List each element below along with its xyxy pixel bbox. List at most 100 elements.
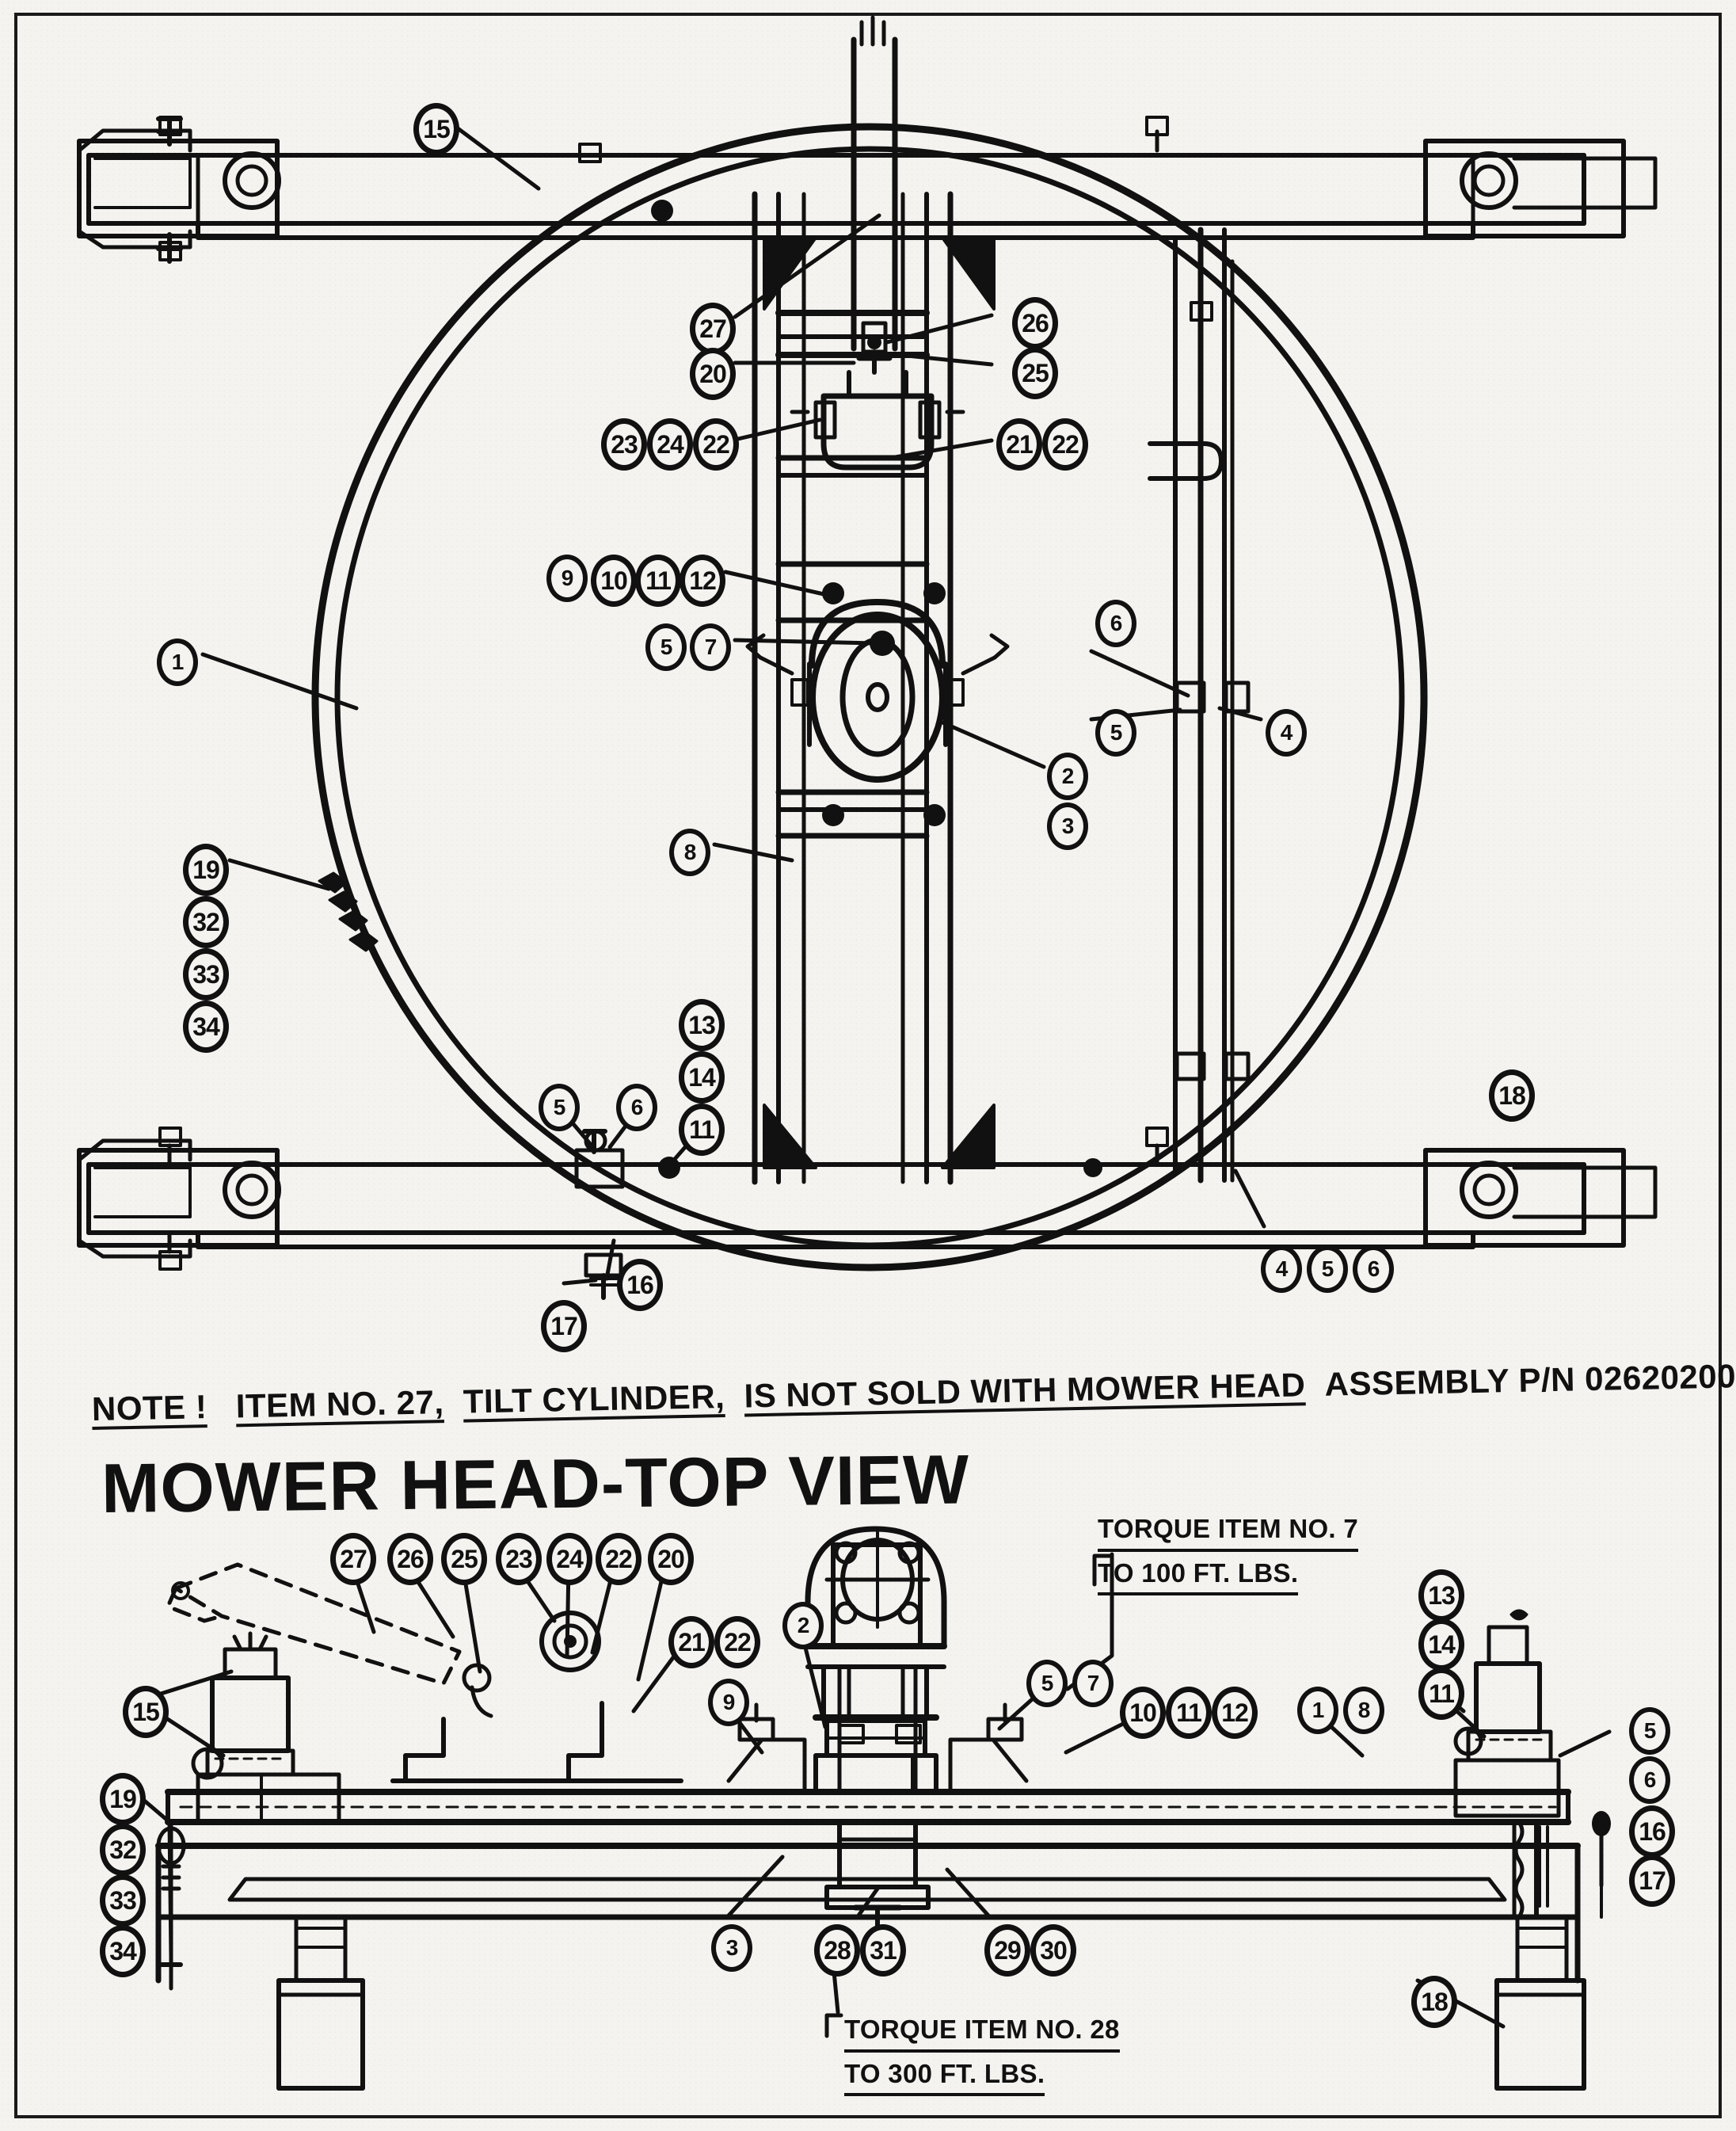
bottom-view-balloon-1: 1	[1297, 1687, 1338, 1734]
bottom-view-balloon-10: 10	[1120, 1687, 1166, 1739]
note-seg-4: ASSEMBLY P/N 02620200	[1324, 1357, 1736, 1403]
bottom-view-balloon-11: 11	[1418, 1668, 1464, 1720]
gearbox-section	[805, 1526, 947, 1794]
note-seg-1: ITEM NO. 27,	[235, 1383, 444, 1425]
bottom-view-balloon-26: 26	[387, 1533, 433, 1585]
circle-hardware-cluster	[318, 871, 379, 952]
top-view-balloon-15: 15	[413, 103, 459, 155]
bottom-view-balloon-31: 31	[860, 1924, 906, 1977]
bottom-view-balloon-14: 14	[1418, 1618, 1464, 1671]
torque-1-line-2: TO 100 FT. LBS.	[1098, 1556, 1299, 1596]
left-mount-column	[191, 1631, 341, 1824]
torque-callout-item-7: TORQUE ITEM NO. 7 TO 100 FT. LBS.	[1098, 1512, 1359, 1596]
bottom-view-balloon-8: 8	[1343, 1687, 1384, 1734]
leader-lines-top	[200, 126, 1266, 1286]
bottom-view-balloon-34: 34	[100, 1925, 146, 1977]
deck-gussets	[763, 236, 996, 1169]
bottom-view-balloon-28: 28	[814, 1924, 860, 1977]
top-view-balloon-5: 5	[645, 623, 687, 671]
top-view-balloon-24: 24	[647, 418, 693, 471]
top-view-balloon-11: 11	[679, 1104, 725, 1156]
hook-plates	[390, 1611, 683, 1783]
top-view-balloon-20: 20	[690, 348, 736, 400]
page-border	[14, 13, 1722, 2118]
bottom-view-balloon-33: 33	[100, 1874, 146, 1927]
blade-spindle	[745, 599, 1010, 783]
bottom-view-balloon-6: 6	[1629, 1756, 1670, 1804]
top-view-balloon-10: 10	[591, 555, 637, 607]
right-side-rail	[1148, 227, 1251, 1184]
bottom-view-balloon-30: 30	[1030, 1924, 1076, 1977]
top-view-balloon-26: 26	[1012, 297, 1058, 349]
top-view-balloon-6: 6	[616, 1084, 657, 1131]
deck-section-bars	[155, 1789, 1581, 1984]
top-view-balloon-12: 12	[680, 555, 725, 607]
note-seg-2: TILT CYLINDER,	[463, 1377, 725, 1420]
top-view-balloon-33: 33	[183, 948, 229, 1001]
top-view-balloon-22: 22	[1042, 418, 1088, 471]
upper-lift-arm	[77, 116, 1658, 264]
bottom-view-balloon-11: 11	[1166, 1687, 1212, 1739]
bottom-view-balloon-7: 7	[1072, 1660, 1114, 1707]
top-view-balloon-5: 5	[539, 1084, 580, 1131]
top-view-balloon-4: 4	[1261, 1245, 1302, 1293]
top-view-balloon-23: 23	[601, 418, 647, 471]
bottom-view-balloon-29: 29	[984, 1924, 1030, 1977]
top-view-balloon-9: 9	[546, 555, 588, 602]
top-view-balloon-22: 22	[693, 418, 739, 471]
drive-shaft-section	[837, 1664, 918, 1794]
bottom-view-balloon-21: 21	[668, 1616, 714, 1668]
tilt-cylinder-phantom	[166, 1562, 462, 1686]
top-view-balloon-18: 18	[1489, 1069, 1535, 1122]
torque-2-line-1: TORQUE ITEM NO. 28	[844, 2012, 1120, 2053]
top-view-balloon-13: 13	[679, 999, 725, 1051]
top-view-balloon-14: 14	[679, 1051, 725, 1104]
bottom-view-balloon-15: 15	[123, 1686, 169, 1738]
top-view-balloon-19: 19	[183, 844, 229, 896]
top-view-balloon-32: 32	[183, 896, 229, 948]
bottom-view-balloon-2: 2	[782, 1602, 824, 1649]
bottom-view-balloon-24: 24	[546, 1533, 592, 1585]
torque-2-line-2: TO 300 FT. LBS.	[844, 2057, 1045, 2097]
bottom-view-balloon-25: 25	[441, 1533, 487, 1585]
torque-1-line-1: TORQUE ITEM NO. 7	[1098, 1512, 1359, 1552]
bottom-view-balloon-32: 32	[100, 1824, 146, 1876]
bottom-view-balloon-5: 5	[1629, 1707, 1670, 1755]
top-view-balloon-3: 3	[1047, 802, 1088, 850]
top-view-balloon-6: 6	[1095, 600, 1136, 647]
note-prefix: NOTE !	[91, 1388, 207, 1428]
top-view-balloon-16: 16	[617, 1259, 663, 1311]
bottom-view-balloon-3: 3	[711, 1924, 752, 1972]
lower-lift-arm	[77, 1126, 1658, 1271]
torque-callout-item-28: TORQUE ITEM NO. 28 TO 300 FT. LBS.	[844, 2012, 1120, 2097]
top-view-balloon-34: 34	[183, 1001, 229, 1053]
bottom-view-balloon-19: 19	[100, 1773, 146, 1825]
top-view-balloon-5: 5	[1307, 1245, 1348, 1293]
top-view-balloon-5: 5	[1095, 709, 1136, 757]
bottom-view-balloon-9: 9	[708, 1679, 749, 1726]
bottom-view-balloon-22: 22	[714, 1616, 760, 1668]
bottom-view-balloon-23: 23	[496, 1533, 542, 1585]
top-view-balloon-6: 6	[1353, 1245, 1394, 1293]
right-roller	[1494, 1811, 1611, 2091]
top-view-balloon-8: 8	[669, 829, 710, 876]
top-view-balloon-25: 25	[1012, 347, 1058, 399]
top-view-balloon-7: 7	[690, 623, 731, 671]
left-roller	[276, 1915, 365, 2091]
top-view-balloon-4: 4	[1266, 709, 1307, 757]
bottom-view-balloon-20: 20	[648, 1533, 694, 1585]
bottom-view-balloon-13: 13	[1418, 1569, 1464, 1622]
tilt-cylinder-rod	[851, 15, 898, 375]
bottom-view-balloon-18: 18	[1411, 1976, 1457, 2028]
top-view-balloon-11: 11	[635, 555, 681, 607]
torque-leader-elbows	[824, 1553, 1114, 2038]
bottom-view-balloon-17: 17	[1629, 1855, 1675, 1907]
page-title: MOWER HEAD-TOP VIEW	[101, 1439, 970, 1527]
bottom-view-balloon-5: 5	[1026, 1660, 1068, 1707]
right-mount-column	[1453, 1609, 1561, 1919]
bottom-view-balloon-22: 22	[596, 1533, 641, 1585]
top-view-balloon-1: 1	[157, 639, 198, 686]
bottom-view-balloon-16: 16	[1629, 1805, 1675, 1858]
